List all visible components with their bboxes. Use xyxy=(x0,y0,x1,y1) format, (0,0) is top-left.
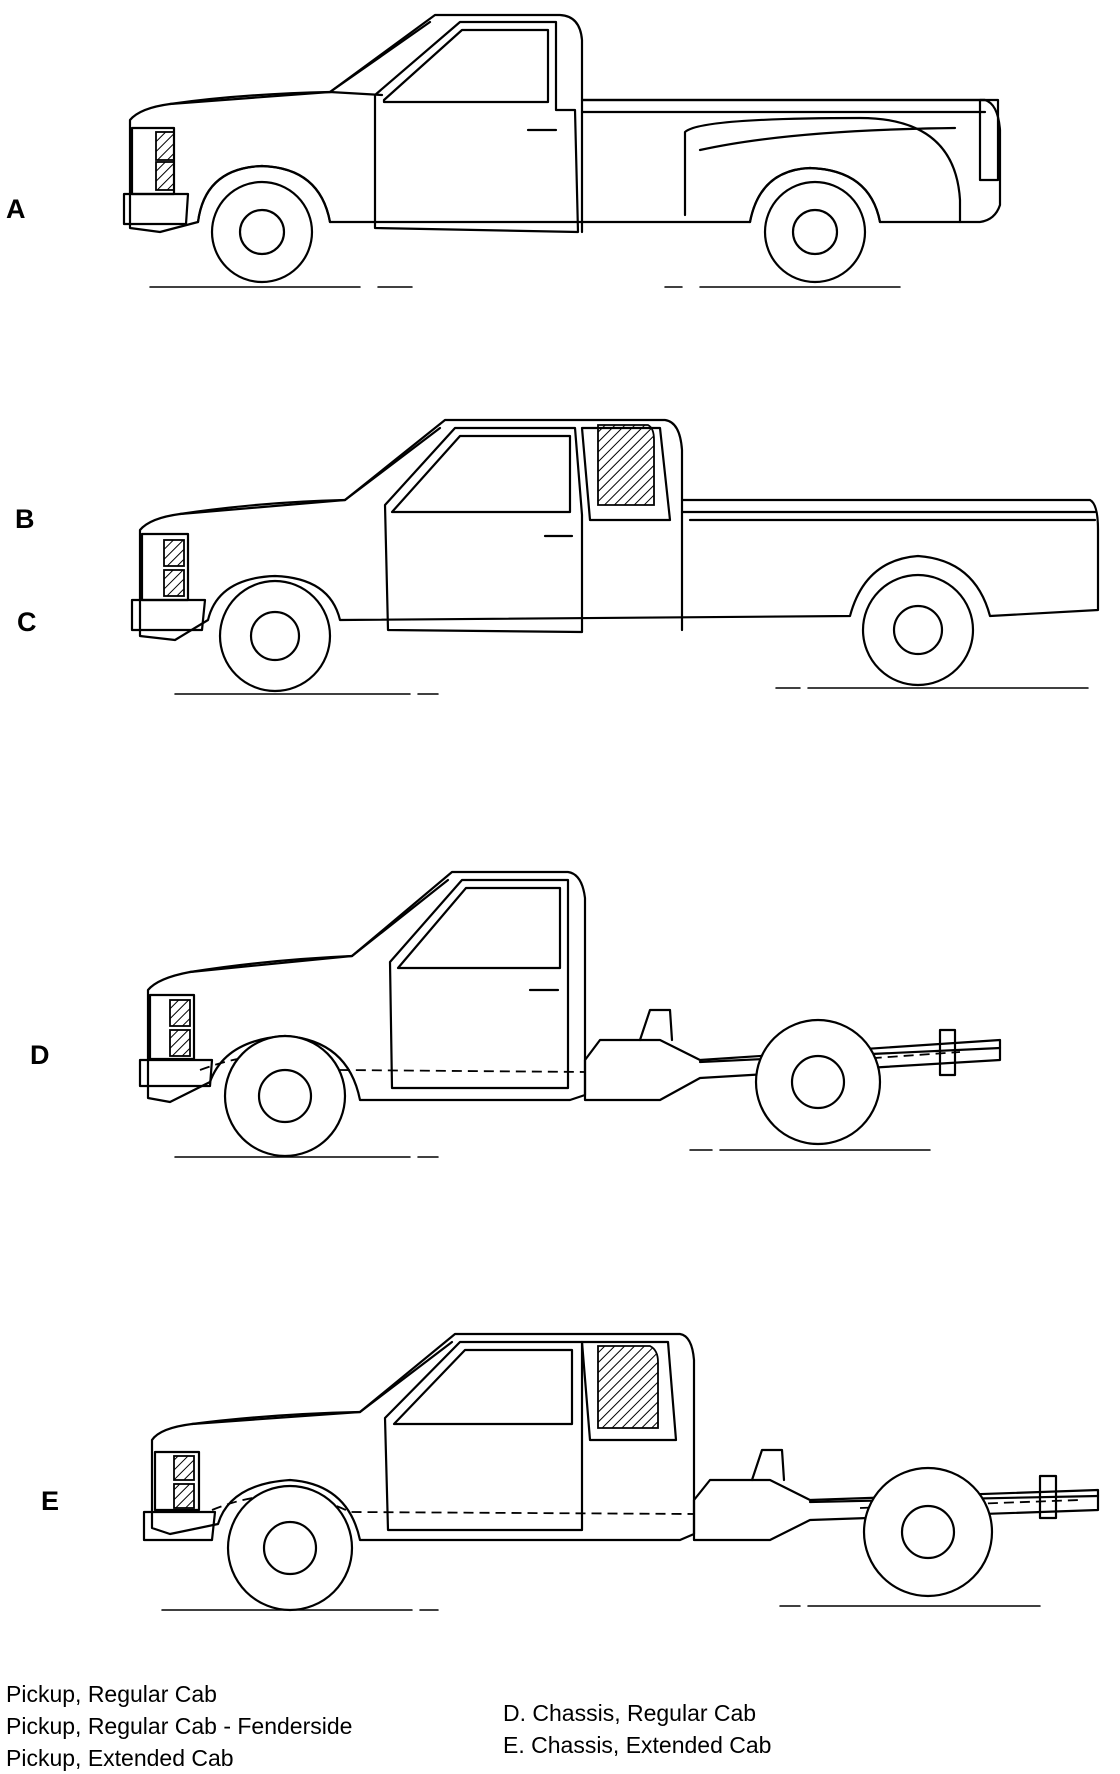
panel-label-a: A xyxy=(6,194,26,224)
legend-right: D. Chassis, Regular Cab E. Chassis, Exte… xyxy=(503,1697,771,1761)
legend-left: Pickup, Regular Cab Pickup, Regular Cab … xyxy=(6,1678,352,1774)
pickup-extended-cab-icon xyxy=(130,418,1100,695)
legend-item-b: Pickup, Regular Cab - Fenderside xyxy=(6,1713,353,1739)
legend-item-a: Pickup, Regular Cab xyxy=(6,1681,217,1707)
legend-item-e: E. Chassis, Extended Cab xyxy=(503,1732,772,1758)
legend-item-d: D. Chassis, Regular Cab xyxy=(503,1700,757,1726)
chassis-extended-cab-icon xyxy=(142,1332,1100,1612)
panel-label-b: B xyxy=(15,504,35,534)
pickup-regular-cab-fenderside-icon xyxy=(122,13,1002,288)
panel-label-d: D xyxy=(30,1040,50,1070)
panel-label-c: C xyxy=(17,607,37,637)
chassis-regular-cab-icon xyxy=(138,870,1002,1158)
legend-item-c: Pickup, Extended Cab xyxy=(6,1745,234,1771)
panel-label-e: E xyxy=(41,1486,60,1516)
